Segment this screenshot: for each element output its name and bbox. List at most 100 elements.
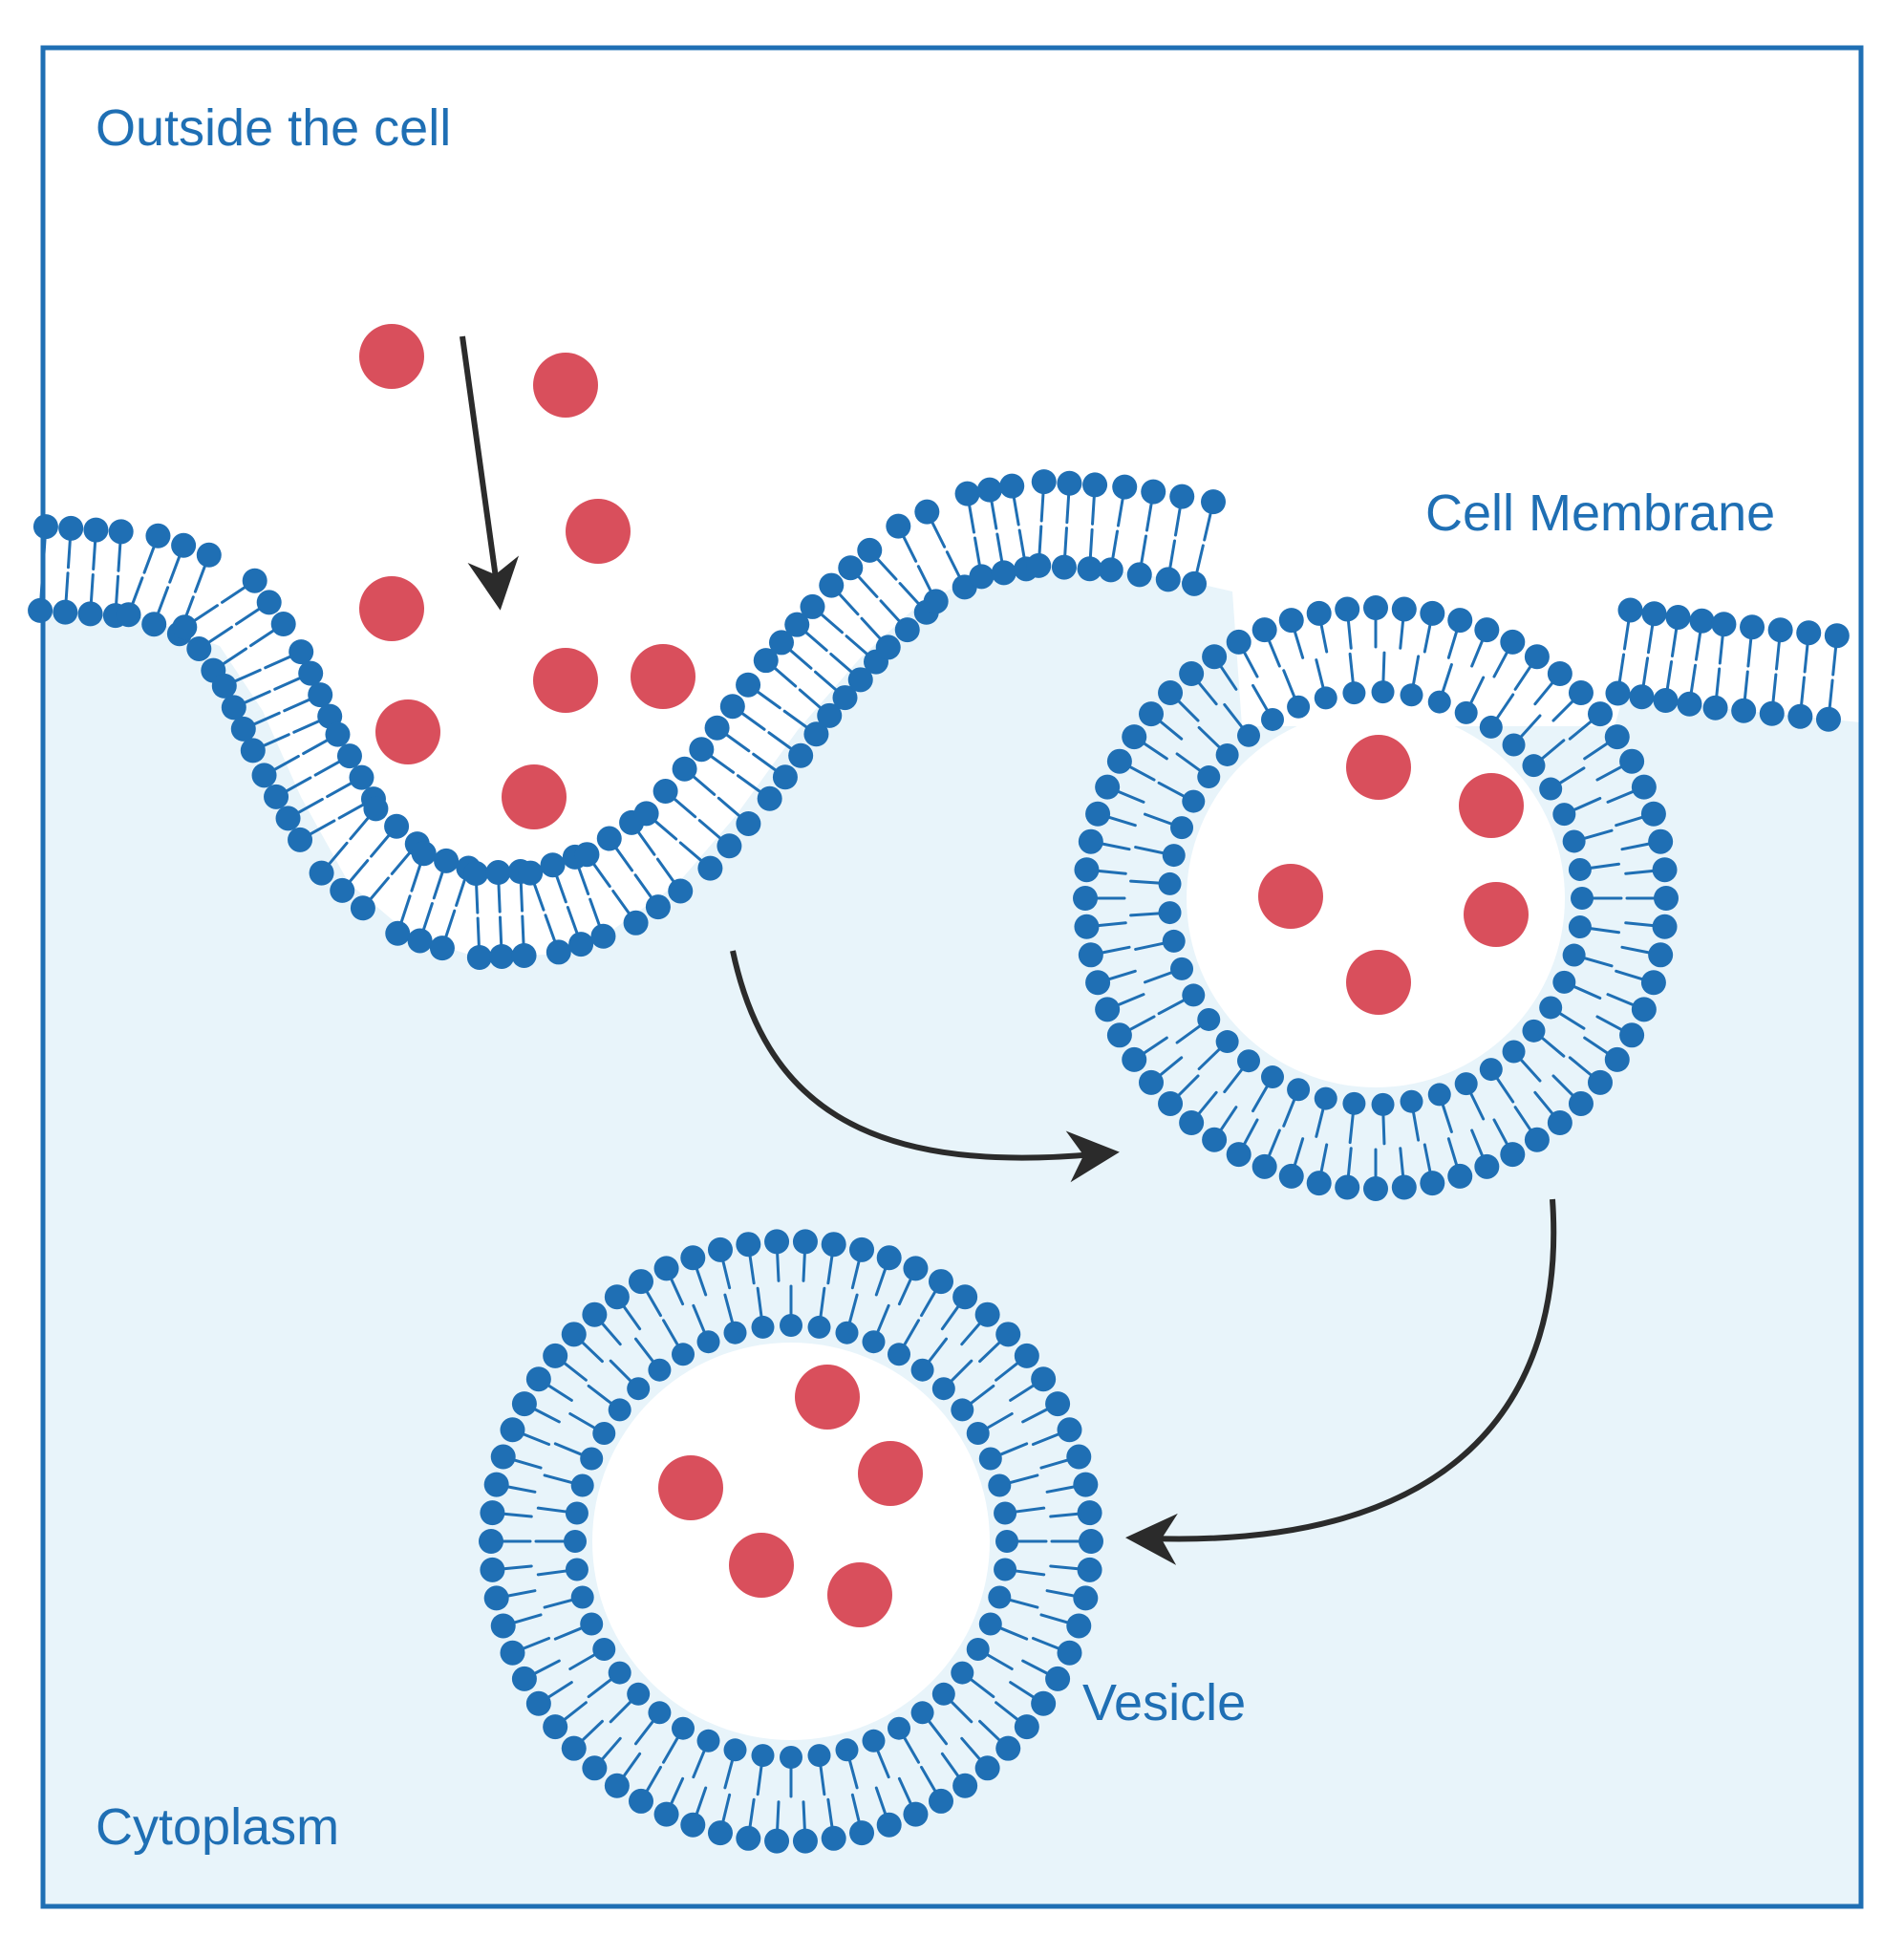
lipid-tail [292,720,321,734]
lipid-tail [533,1408,561,1424]
lipid-head [903,1801,929,1827]
lipid-head [308,682,333,708]
lipid-head [999,473,1025,499]
lipid-tail [349,816,371,841]
lipid-tail [1319,1143,1329,1173]
lipid-tail [455,877,467,907]
lipid-tail [940,1752,960,1778]
lipid-head [1641,601,1667,627]
lipid-head [1031,469,1057,495]
lipid-head [384,813,410,839]
lipid-tail [633,1337,655,1364]
lipid-head [680,1812,706,1838]
lipid-head [1162,929,1186,953]
lipid-head [592,1422,616,1445]
lipid-head [847,667,873,693]
lipid-head [1568,680,1594,706]
lipid-head [1562,829,1586,853]
lipid-head [951,1661,974,1685]
lipid-head [931,1682,955,1706]
lipid-tail [285,776,312,793]
lipid-head [951,1398,974,1422]
lipid-tail [1157,999,1187,1016]
lipid-head [784,612,810,637]
lipid-head [821,1232,846,1258]
lipid-tail [1039,1613,1070,1624]
lipid-head [1524,1127,1550,1152]
lipid-tail [370,833,391,858]
lipid-tail [662,1319,679,1347]
lipid-head [1652,857,1678,883]
lipid-head [1169,484,1195,509]
lipid-tail [532,882,546,912]
lipid-tail [1615,969,1644,981]
lipid-tail [505,1485,537,1494]
lipid-head [1702,695,1728,720]
lipid-head [53,599,78,625]
lipid-head [723,1738,747,1762]
lipid-tail [309,819,336,836]
lipid-head [1031,1690,1057,1716]
lipid-tail [1063,527,1068,558]
lipid-head [1677,691,1702,717]
lipid-head [1306,1171,1332,1196]
lipid-tail [221,585,247,604]
lipid-tail [645,1765,662,1794]
lipid-head [1261,707,1284,731]
lipid-tail [820,613,844,634]
lipid-head [1815,706,1841,732]
lipid-tail [1568,1056,1594,1077]
lipid-head [1631,997,1657,1022]
lipid-head [780,1314,802,1337]
lipid-tail [591,862,611,889]
lipid-tail [1197,725,1222,749]
lipid-tail [709,754,736,774]
lipid-head [1079,1529,1103,1554]
lipid-head [1391,1174,1417,1200]
lipid-head [1182,570,1208,596]
lipid-tail [600,1736,622,1761]
lipid-tail [1803,642,1809,674]
lipid-tail [1096,921,1127,928]
lipid-head [821,1825,846,1851]
lipid-head [561,1735,587,1761]
lipid-tail [1641,656,1650,687]
lipid-head [1261,1065,1284,1089]
lipid-tail [1540,1036,1566,1058]
lipid-head [689,737,715,763]
lipid-tail [724,733,751,753]
lipid-tail [1715,667,1722,699]
lipid-head [141,612,167,637]
lipid-tail [1689,663,1698,695]
lipid-tails [39,491,1838,1832]
lipid-tail [670,1776,685,1806]
lipid-head [500,1640,525,1666]
lipid-tail [1091,494,1096,526]
lipid-head [952,1773,978,1798]
lipid-tail [879,599,902,623]
lipid-tail [1583,742,1610,761]
lipid-head [1479,715,1503,739]
lipid-tail [117,541,122,572]
lipid-head [1287,1078,1311,1102]
lipid-head [1126,562,1152,588]
lipid-tail [521,914,525,946]
lipid-head [633,801,659,827]
lipid-tail [902,534,918,563]
inward-arrow [460,335,520,611]
lipid-tail [1107,969,1137,981]
lipid-head [849,1237,875,1262]
lipid-head [929,1788,953,1814]
lipid-head [1522,754,1546,778]
lipid-head [289,639,314,665]
lipid-head [876,1812,902,1838]
lipid-head [923,589,949,614]
lipid-tail [995,532,1004,564]
lipid-tail [1492,650,1509,678]
lipid-head [1077,1500,1102,1526]
lipid-head [1371,1092,1395,1116]
lipid-tail [168,554,182,584]
lipid-tail [1583,1036,1610,1055]
lipid-tail [636,830,656,856]
lipid-head [1427,690,1451,714]
